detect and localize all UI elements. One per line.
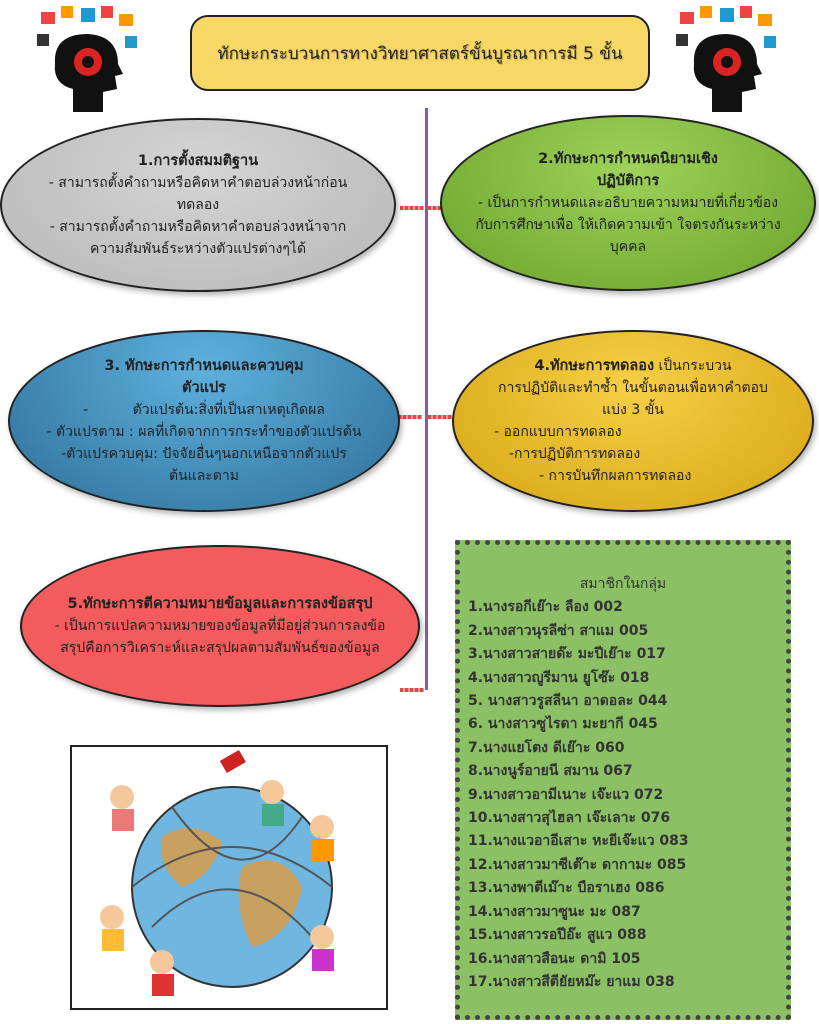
member-item: 8.นางนูร์อายนี สมาน 067 xyxy=(468,763,633,780)
globe-children-illustration xyxy=(70,745,388,1010)
skill-heading-line: 4.ทักษะการทดลอง เป็นกระบวน xyxy=(534,355,731,377)
members-heading: สมาชิกในกลุ่ม xyxy=(579,576,667,592)
member-item: 7.นางแยโตง ดีเย๊าะ 060 xyxy=(468,739,625,756)
member-item: 11.นางแวอาอีเสาะ หะยีเจ๊ะแว 083 xyxy=(468,833,689,850)
member-item: 10.นางสาวสุไฮลา เจ๊ะเลาะ 076 xyxy=(468,810,671,827)
skill-line: เป็นกระบวน xyxy=(654,358,732,374)
member-item: 9.นางสาวอามีเนาะ เจ๊ะแว 072 xyxy=(468,786,664,803)
skill-heading: 5.ทักษะการตีความหมายข้อมูลและการลงข้อสรุ… xyxy=(67,596,373,612)
member-item: 13.นางพาตีเม๊าะ บือราเฮง 086 xyxy=(468,880,665,897)
skill-line: กับการศึกษาเพื่อ ให้เกิดความเข้า ใจตรงกั… xyxy=(475,217,781,233)
member-item: 12.นางสาวมาซีเต๊าะ ดากามะ 085 xyxy=(468,856,687,873)
skill-heading: 4.ทักษะการทดลอง xyxy=(534,358,655,374)
skill-line: -ตัวแปรควบคุม: ปัจจัยอื่นๆนอกเหนือจากตัว… xyxy=(61,446,347,462)
connector-1 xyxy=(400,206,424,210)
brain-head-icon-right xyxy=(676,6,776,112)
skill-heading: 2.ทักษะการกำหนดนิยามเชิง xyxy=(538,151,718,167)
page-title: ทักษะกระบวนการทางวิทยาศาสตร์ขั้นบูรณาการ… xyxy=(190,15,650,91)
group-members-panel: สมาชิกในกลุ่ม 1.นางรอกีเย๊าะ ลือง 002 2.… xyxy=(455,540,791,1020)
skill-line: - การบันทึกผลการทดลอง xyxy=(539,468,692,484)
skill-3-variables: 3. ทักษะการกำหนดและควบคุม ตัวแปร - ตัวแป… xyxy=(8,330,400,512)
skill-1-hypothesis: 1.การตั้งสมมติฐาน - สามารถตั้งคำถามหรือค… xyxy=(0,118,396,292)
member-item: 14.นางสาวมาซูนะ มะ 087 xyxy=(468,903,641,920)
skill-line: ต้นและตาม xyxy=(169,468,239,484)
connector-3 xyxy=(398,415,422,419)
skill-heading: ตัวแปร xyxy=(182,380,226,396)
connector-5 xyxy=(400,688,424,692)
skill-heading: 3. ทักษะการกำหนดและควบคุม xyxy=(104,358,304,374)
skill-line: ความสัมพันธ์ระหว่างตัวแปรต่างๆได้ xyxy=(89,241,307,257)
member-item: 2.นางสาวนุรลีซ่า สาแม 005 xyxy=(468,622,649,639)
skill-line: -การปฏิบัติการทดลอง xyxy=(509,446,641,462)
member-item: 1.นางรอกีเย๊าะ ลือง 002 xyxy=(468,599,623,616)
member-item: 15.นางสาวรอปีอ๊ะ สูแว 088 xyxy=(468,927,647,944)
member-item: 17.นางสาวสีตียัยหม๊ะ ยาแม 038 xyxy=(468,973,675,990)
globe-icon xyxy=(100,749,334,996)
skill-heading: ปฏิบัติการ xyxy=(596,173,660,189)
skill-heading: 1.การตั้งสมมติฐาน xyxy=(137,153,259,169)
skill-line: - สามารถตั้งคำถามหรือคิดหาคำตอบล่วงหน้าจ… xyxy=(49,219,347,235)
skill-line: บุคคล xyxy=(609,239,647,255)
skill-2-operational-definition: 2.ทักษะการกำหนดนิยามเชิง ปฏิบัติการ - เป… xyxy=(440,115,816,291)
member-item: 5. นางสาวรูสลีนา อาดอละ 044 xyxy=(468,693,668,710)
brain-head-icon-left xyxy=(37,6,137,112)
skill-line: - เป็นการแปลความหมายของข้อมูลที่มีอยู่ส่… xyxy=(54,618,386,634)
member-item: 6. นางสาวซูไรดา มะยากี 045 xyxy=(468,716,658,733)
skill-line: - เป็นการกำหนดและอธิบายความหมายที่เกี่ยว… xyxy=(477,195,779,211)
skill-line: การปฏิบัติและทำซ้ำ ในขั้นตอนเพื่อหาคำตอบ xyxy=(498,380,768,396)
member-item: 16.นางสาวสือนะ ดามิ 105 xyxy=(468,950,641,967)
skill-line: - สามารถตั้งคำถามหรือคิดหาคำตอบล่วงหน้าก… xyxy=(48,175,348,191)
skill-5-interpretation: 5.ทักษะการตีความหมายข้อมูลและการลงข้อสรุ… xyxy=(20,545,420,707)
skill-line: สรุปคือการวิเคราะห์และสรุปผลตามสัมพันธ์ข… xyxy=(60,640,380,656)
connector-4 xyxy=(428,415,452,419)
skill-line: แบ่ง 3 ขั้น xyxy=(602,402,664,418)
member-item: 3.นางสาวสายด๊ะ มะปีเย๊าะ 017 xyxy=(468,646,666,663)
skill-line: - ออกแบบการทดลอง xyxy=(494,424,622,440)
center-connector-line xyxy=(425,108,428,690)
skill-line: - ตัวแปรต้น:สิ่งที่เป็นสาเหตุเกิดผล xyxy=(83,402,325,418)
member-item: 4.นางสาวญูรีมาน ยูโซ๊ะ 018 xyxy=(468,669,650,686)
skill-4-experiment: 4.ทักษะการทดลอง เป็นกระบวน การปฏิบัติและ… xyxy=(452,330,814,512)
skill-line: ทดลอง xyxy=(176,197,220,213)
skill-line: - ตัวแปรตาม : ผลที่เกิดจากการกระทำของตัว… xyxy=(46,424,362,440)
